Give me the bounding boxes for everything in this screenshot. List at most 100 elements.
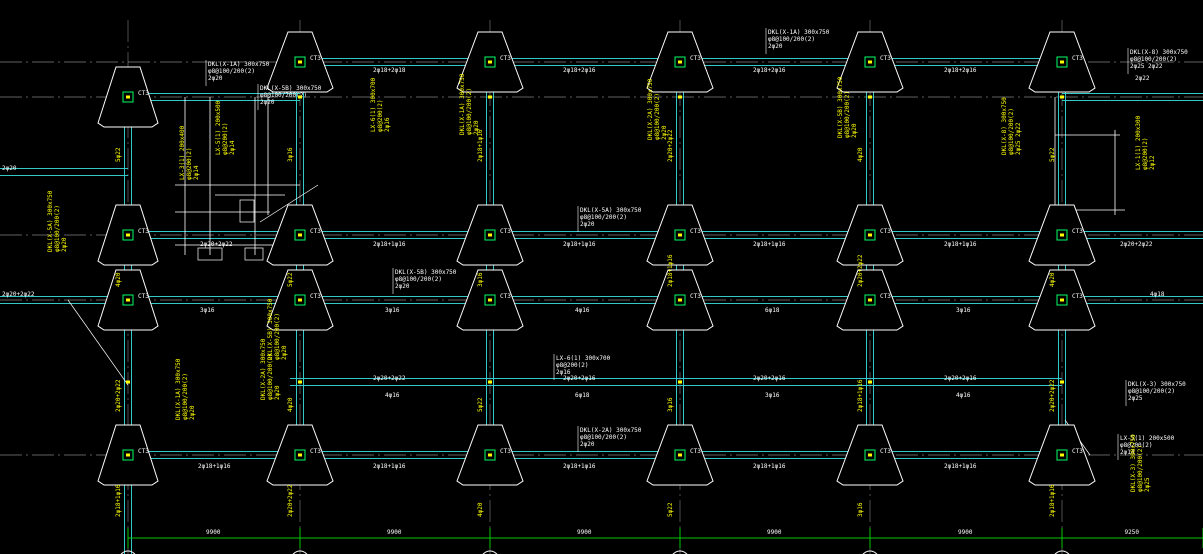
column-square-20[interactable]: [1056, 56, 1068, 68]
rebar-b-0: 2φ18+1φ16: [373, 241, 406, 248]
col-rebar-tag-16: 4φ20: [857, 147, 864, 162]
joint-marker-2-0: [488, 60, 492, 64]
axis-bubble-1[interactable]: [291, 550, 309, 554]
axis-bubble-5[interactable]: [1053, 550, 1071, 554]
v-callout-stirrup-7: φ8@200(2): [186, 147, 193, 180]
column-tag-3: CT3: [138, 448, 149, 455]
v-callout-stirrup-3: φ8@100/200(2): [844, 91, 851, 138]
column-square-15[interactable]: [674, 449, 686, 461]
column-square-1[interactable]: [122, 229, 134, 241]
column-tag-15: CT3: [690, 448, 701, 455]
column-square-3[interactable]: [122, 449, 134, 461]
edge-right-c: 4φ18: [1150, 291, 1165, 298]
column-tag-8: CT3: [500, 55, 511, 62]
v-callout-bars-9: 2φ20: [281, 345, 288, 360]
rebar-mid-2: 2φ20+2φ16: [753, 375, 786, 382]
joint-marker-3-0: [678, 60, 682, 64]
column-tag-5: CT3: [310, 228, 321, 235]
column-square-14[interactable]: [674, 294, 686, 306]
joint-marker-0-4: [126, 380, 130, 384]
rebar-top-2: 2φ18+2φ16: [753, 67, 786, 74]
axis-bubble-0[interactable]: [119, 550, 137, 554]
opening-rect-0: [239, 199, 255, 223]
rebar-d-0: 2φ18+1φ16: [373, 463, 406, 470]
axis-bubble-3[interactable]: [671, 550, 689, 554]
column-square-9[interactable]: [484, 229, 496, 241]
column-square-17[interactable]: [864, 229, 876, 241]
callout-bars-0: 2φ20: [208, 75, 223, 82]
callout-bars-2: 2φ20: [580, 221, 595, 228]
column-square-10[interactable]: [484, 294, 496, 306]
column-square-23[interactable]: [1056, 449, 1068, 461]
callout-stirrup-2: φ8@100/200(2): [580, 214, 627, 221]
dimension-text-3: 9900: [767, 529, 782, 536]
leader-diagonal-0: [67, 299, 129, 386]
column-square-12[interactable]: [674, 56, 686, 68]
joint-marker-1-2: [298, 233, 302, 237]
col-rebar-tag-11: 4φ20: [477, 502, 484, 517]
col-rebar-tag-10: 5φ22: [477, 397, 484, 412]
callout-name-3: DKL(X-5B) 300x750: [395, 269, 457, 276]
span-mid-0: 4φ16: [385, 392, 400, 399]
span-c-1: 4φ16: [575, 307, 590, 314]
v-callout-stirrup-1: φ8@100/200(2): [466, 88, 473, 135]
rebar-top-1: 2φ18+2φ16: [563, 67, 596, 74]
v-callout-name-7: LX-3(1) 200x400: [179, 125, 186, 180]
joint-marker-2-2: [488, 233, 492, 237]
axis-bubble-2[interactable]: [481, 550, 499, 554]
v-callout-stirrup-6: φ8@100/200(2): [54, 205, 61, 252]
column-square-8[interactable]: [484, 56, 496, 68]
v-callout-stirrup-10: φ8@100/200(2): [267, 353, 274, 400]
column-square-22[interactable]: [1056, 294, 1068, 306]
column-square-0[interactable]: [122, 91, 134, 103]
col-rebar-tag-21: 4φ20: [1049, 272, 1056, 287]
callout-name-0: DKL(X-1A) 300x750: [208, 61, 270, 68]
joint-marker-3-3: [678, 298, 682, 302]
callout-name-8: DKL(X-3) 300x750: [1128, 381, 1186, 388]
col-rebar-tag-15: 5φ22: [667, 502, 674, 517]
callout-name-5: DKL(X-2A) 300x750: [580, 427, 642, 434]
column-square-2[interactable]: [122, 294, 134, 306]
v-callout-name-3: DKL(X-5B) 300x750: [837, 76, 844, 138]
callout-bars-7: 2φ25 2φ22: [1130, 63, 1163, 70]
column-square-13[interactable]: [674, 229, 686, 241]
rebar-b-left: 2φ20+2φ22: [200, 241, 233, 248]
callout-bars-6: 2φ20: [768, 43, 783, 50]
joint-marker-3-1: [678, 95, 682, 99]
joint-marker-3-2: [678, 233, 682, 237]
rebar-b-1: 2φ18+1φ16: [563, 241, 596, 248]
column-square-21[interactable]: [1056, 229, 1068, 241]
v-callout-name-2: DKL(X-2A) 300x750: [647, 78, 654, 140]
column-square-4[interactable]: [294, 56, 306, 68]
span-c-2: 6φ18: [765, 307, 780, 314]
v-callout-name-6: DKL(X-5A) 300x750: [47, 190, 54, 252]
col-rebar-tag-23: 2φ18+1φ16: [1049, 484, 1056, 517]
span-c-0: 3φ16: [385, 307, 400, 314]
callout-stirrup-9: φ8@200(2): [1120, 442, 1153, 449]
joint-marker-2-4: [488, 380, 492, 384]
v-callout-name-10: DKL(X-2A) 300x750: [260, 338, 267, 400]
v-callout-stirrup-12: φ8@100/200(2): [1137, 445, 1144, 492]
column-square-5[interactable]: [294, 229, 306, 241]
edge-left-c: 2φ20+2φ22: [2, 291, 35, 298]
axis-bubble-4[interactable]: [861, 550, 879, 554]
column-square-16[interactable]: [864, 56, 876, 68]
column-tag-2: CT3: [138, 293, 149, 300]
column-square-18[interactable]: [864, 294, 876, 306]
column-square-7[interactable]: [294, 449, 306, 461]
column-square-11[interactable]: [484, 449, 496, 461]
column-square-19[interactable]: [864, 449, 876, 461]
column-square-6[interactable]: [294, 294, 306, 306]
col-rebar-tag-4: 3φ16: [287, 147, 294, 162]
column-tag-0: CT3: [138, 90, 149, 97]
v-callout-name-11: DKL(X-1A) 300x750: [175, 358, 182, 420]
column-tag-12: CT3: [690, 55, 701, 62]
joint-marker-4-4: [868, 380, 872, 384]
span-c-left: 3φ16: [200, 307, 215, 314]
v-callout-stirrup-2: φ8@100/200(2): [654, 93, 661, 140]
joint-marker-0-2: [126, 233, 130, 237]
joint-marker-4-0: [868, 60, 872, 64]
column-tag-1: CT3: [138, 228, 149, 235]
col-rebar-tag-12: 2φ20+2φ22: [667, 129, 674, 162]
